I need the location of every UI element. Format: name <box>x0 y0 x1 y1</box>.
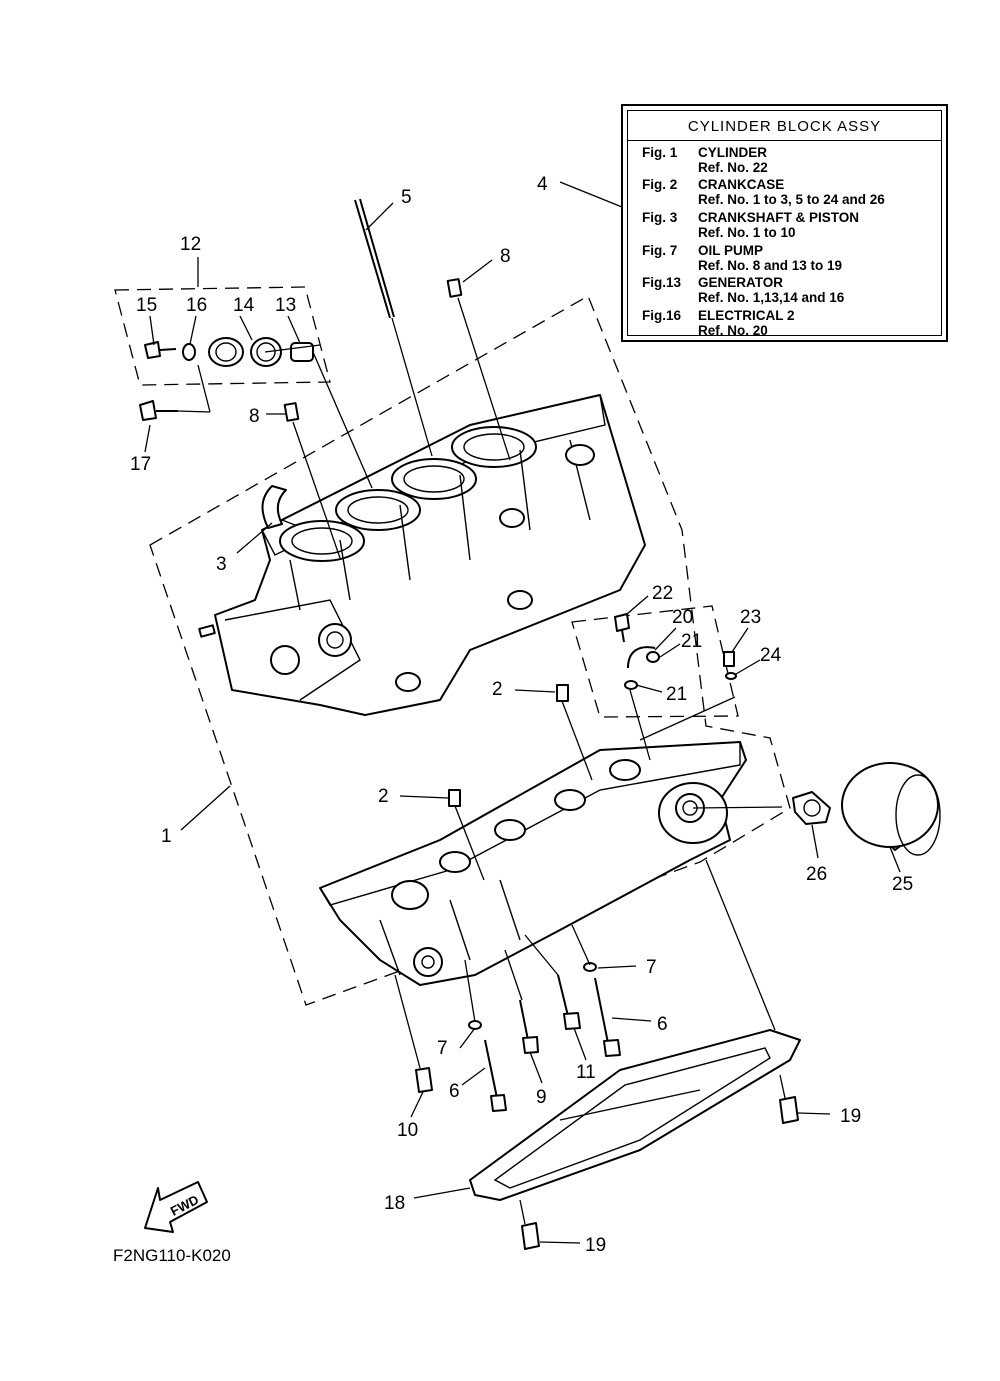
reference-fig: Fig. 1 <box>642 145 678 160</box>
dowel-pins <box>283 278 463 422</box>
reference-fig: Fig. 3 <box>642 210 678 225</box>
callout-25: 25 <box>892 874 913 895</box>
callout-1: 1 <box>161 826 172 847</box>
reference-name: CRANKSHAFT & PISTON <box>698 210 860 225</box>
reference-entry: Fig.16 ELECTRICAL 2 Ref. No. 20 <box>642 308 795 338</box>
callout-4: 4 <box>537 174 548 195</box>
callout-21-lower: 21 <box>666 684 687 705</box>
callout-23: 23 <box>740 607 761 628</box>
reference-box-frame: CYLINDER BLOCK ASSY Fig. 1 CYLINDER Ref. … <box>627 110 942 338</box>
leader-lines <box>144 181 901 1244</box>
callout-8-top: 8 <box>500 246 511 267</box>
reference-fig: Fig. 7 <box>642 243 678 258</box>
reference-box-divider <box>628 140 941 141</box>
reference-entry: Fig. 7 OIL PUMP Ref. No. 8 and 13 to 19 <box>642 243 842 273</box>
callout-16: 16 <box>186 295 207 316</box>
callout-6-right: 6 <box>657 1014 668 1035</box>
callout-6-left: 6 <box>449 1081 460 1102</box>
reference-entry: Fig. 3 CRANKSHAFT & PISTON Ref. No. 1 to … <box>642 210 859 240</box>
callout-11: 11 <box>576 1062 596 1083</box>
reference-name: CYLINDER <box>698 145 768 160</box>
callout-10: 10 <box>397 1120 418 1141</box>
diagram-code: F2NG110-K020 <box>113 1246 231 1265</box>
callout-2-upper: 2 <box>492 679 503 700</box>
callout-19-bottom: 19 <box>585 1235 606 1256</box>
callout-19-right: 19 <box>840 1106 861 1127</box>
group-12-parts <box>139 337 314 421</box>
callout-3: 3 <box>216 554 227 575</box>
figure-reference-box: CYLINDER BLOCK ASSY Fig. 1 CYLINDER Ref. … <box>621 104 948 342</box>
reference-box-title: CYLINDER BLOCK ASSY <box>687 118 882 135</box>
callout-15: 15 <box>136 295 157 316</box>
hose <box>261 485 287 529</box>
reference-fig: Fig. 2 <box>642 177 678 192</box>
reference-ref: Ref. No. 22 <box>698 160 768 175</box>
reference-ref: Ref. No. 20 <box>698 323 768 338</box>
callout-26: 26 <box>806 864 827 885</box>
callout-8-left: 8 <box>249 406 260 427</box>
reference-entry: Fig. 1 CYLINDER Ref. No. 22 <box>642 145 768 175</box>
oil-filter-fitting <box>792 791 831 825</box>
reference-fig: Fig.16 <box>642 308 682 323</box>
callout-9: 9 <box>536 1087 547 1108</box>
callout-12: 12 <box>180 234 201 255</box>
callout-13: 13 <box>275 295 296 316</box>
reference-ref: Ref. No. 1 to 10 <box>698 225 796 240</box>
callout-21-upper: 21 <box>681 631 702 652</box>
reference-name: ELECTRICAL 2 <box>698 308 795 323</box>
crankcase <box>318 741 747 986</box>
callout-14: 14 <box>233 295 255 316</box>
callout-18: 18 <box>384 1193 405 1214</box>
callout-2-lower: 2 <box>378 786 389 807</box>
reference-fig: Fig.13 <box>642 275 682 290</box>
callout-labels: 1 2 2 3 4 5 6 6 7 7 8 8 9 10 11 12 13 14… <box>130 174 913 1256</box>
callout-20: 20 <box>672 607 693 628</box>
crankcase-bolts <box>415 962 799 1250</box>
stud-bolt <box>354 198 395 319</box>
reference-entry: Fig.13 GENERATOR Ref. No. 1,13,14 and 16 <box>642 275 844 305</box>
callout-7-right: 7 <box>646 957 657 978</box>
oil-pipe <box>614 613 737 690</box>
oil-pan <box>469 1029 801 1201</box>
callout-7-left: 7 <box>437 1038 448 1059</box>
reference-ref: Ref. No. 1 to 3, 5 to 24 and 26 <box>698 192 885 207</box>
reference-ref: Ref. No. 8 and 13 to 19 <box>698 258 843 273</box>
reference-name: OIL PUMP <box>698 243 764 258</box>
oil-filter <box>841 762 941 856</box>
reference-entry: Fig. 2 CRANKCASE Ref. No. 1 to 3, 5 to 24… <box>642 177 885 207</box>
callout-22: 22 <box>652 583 673 604</box>
callout-5: 5 <box>401 187 412 208</box>
reference-name: CRANKCASE <box>698 177 785 192</box>
callout-17: 17 <box>130 454 151 475</box>
callout-24: 24 <box>760 645 782 666</box>
reference-ref: Ref. No. 1,13,14 and 16 <box>698 290 845 305</box>
reference-name: GENERATOR <box>698 275 784 290</box>
cylinder-block <box>198 394 646 716</box>
fwd-arrow: FWD <box>144 1181 208 1233</box>
